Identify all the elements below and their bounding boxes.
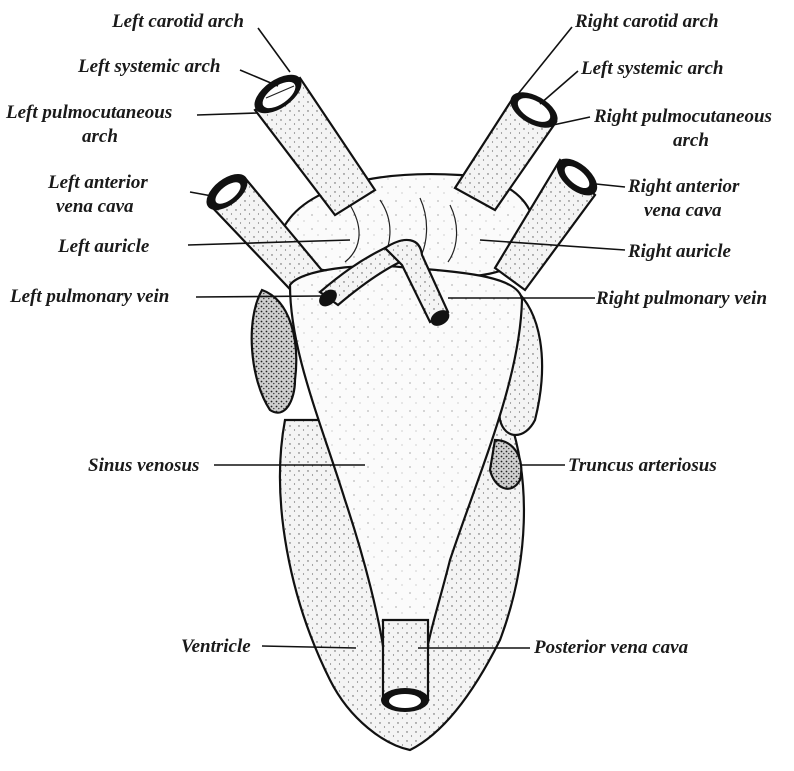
label-ventricle: Ventricle bbox=[181, 636, 251, 657]
label-left-pulmocutaneous-arch-1: Left pulmocutaneous bbox=[5, 102, 172, 123]
label-left-systemic-arch: Left systemic arch bbox=[77, 56, 220, 77]
label-right-anterior-vena-cava-1: Right anterior bbox=[627, 176, 740, 197]
label-right-pulmocutaneous-arch-2: arch bbox=[673, 130, 709, 151]
label-right-carotid-arch: Right carotid arch bbox=[574, 11, 719, 32]
label-posterior-vena-cava: Posterior vena cava bbox=[533, 637, 689, 658]
label-left-pulmonary-vein: Left pulmonary vein bbox=[9, 286, 169, 307]
left-auricle-lobe bbox=[252, 290, 297, 413]
label-left-carotid-arch: Left carotid arch bbox=[111, 11, 244, 32]
label-left-auricle: Left auricle bbox=[57, 236, 150, 257]
posterior-vena-cava-shape bbox=[383, 620, 428, 700]
label-right-pulmocutaneous-arch-1: Right pulmocutaneous bbox=[593, 106, 772, 127]
label-right-auricle: Right auricle bbox=[627, 241, 731, 262]
label-right-pulmonary-vein: Right pulmonary vein bbox=[595, 288, 767, 309]
label-left-pulmocutaneous-arch-2: arch bbox=[82, 126, 118, 147]
label-left-anterior-vena-cava-2: vena cava bbox=[56, 196, 134, 217]
label-right-anterior-vena-cava-2: vena cava bbox=[644, 200, 722, 221]
label-left-anterior-vena-cava-1: Left anterior bbox=[47, 172, 148, 193]
label-left-systemic-arch-right: Left systemic arch bbox=[580, 58, 723, 79]
label-sinus-venosus: Sinus venosus bbox=[88, 455, 199, 476]
label-truncus-arteriosus: Truncus arteriosus bbox=[568, 455, 717, 476]
